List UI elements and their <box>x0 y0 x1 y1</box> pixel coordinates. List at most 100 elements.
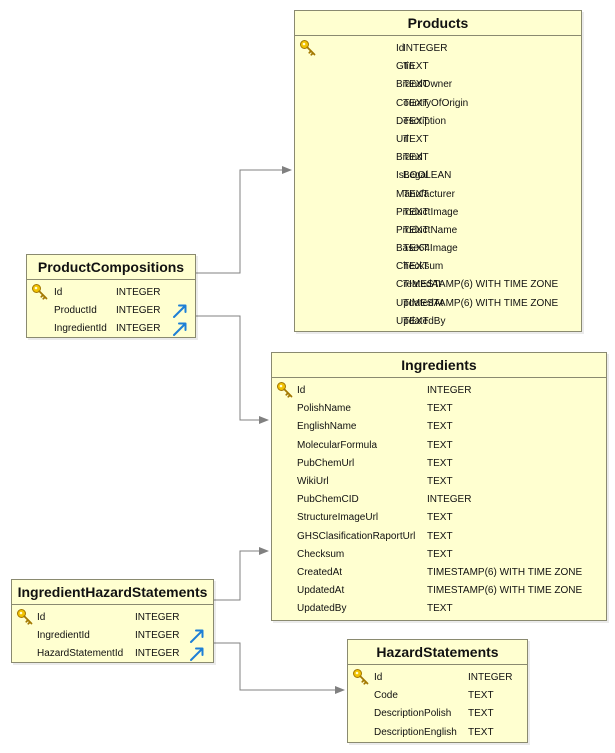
column-type: INTEGER <box>403 43 448 54</box>
column-row-updatedat[interactable]: UpdatedAt TIMESTAMP(6) WITH TIME ZONE <box>272 582 606 600</box>
column-type: TEXT <box>468 726 494 738</box>
column-type: TEXT <box>403 188 429 200</box>
connector-ingredienthazards-to-hazardstatements <box>213 642 345 694</box>
column-name: Checksum <box>396 261 444 273</box>
foreign-key-arrow-icon <box>173 304 187 319</box>
column-type: TIMESTAMP(6) WITH TIME ZONE <box>427 566 583 578</box>
column-name: UpdatedAt <box>396 297 444 309</box>
column-type: TEXT <box>427 603 453 615</box>
column-name: StructureImageUrl <box>297 512 379 524</box>
table-title: HazardStatements <box>348 640 527 665</box>
column-type: TEXT <box>427 475 453 487</box>
column-type: BOOLEAN <box>403 170 452 182</box>
column-type: TEXT <box>403 61 429 73</box>
column-name: Id <box>54 287 63 298</box>
key-icon <box>32 284 48 300</box>
column-type: TEXT <box>403 152 429 164</box>
column-name: Id <box>297 385 306 396</box>
column-row-id[interactable]: Id INTEGER <box>27 284 195 302</box>
column-type: INTEGER <box>427 494 472 506</box>
column-name: PubChemCID <box>297 494 359 506</box>
column-row-code[interactable]: Code TEXT <box>348 687 527 705</box>
column-name: Brand <box>396 152 423 164</box>
connector-compositions-to-ingredients <box>195 315 269 424</box>
column-type: INTEGER <box>116 287 161 298</box>
column-name: IsLegal <box>396 170 429 182</box>
column-row-ingredientid[interactable]: IngredientId INTEGER <box>27 320 195 338</box>
column-name: ProductName <box>396 224 458 236</box>
key-icon <box>17 609 33 625</box>
table-title: IngredientHazardStatements <box>12 580 213 605</box>
column-row-id[interactable]: Id INTEGER <box>272 382 606 400</box>
column-type: TEXT <box>403 133 429 145</box>
column-type: TEXT <box>403 261 429 273</box>
column-type: TEXT <box>427 439 453 451</box>
column-type: TIMESTAMP(6) WITH TIME ZONE <box>427 585 583 597</box>
column-name: ProductImage <box>396 206 459 218</box>
column-row-molecularformula[interactable]: MolecularFormula TEXT <box>272 437 606 455</box>
column-type: TEXT <box>403 97 429 109</box>
column-type: TEXT <box>403 79 429 91</box>
column-name: Checksum <box>297 548 345 560</box>
column-type: INTEGER <box>116 305 161 317</box>
column-name: HazardStatementId <box>37 648 124 660</box>
column-name: UpdatedBy <box>396 315 446 327</box>
column-name: UpdatedAt <box>297 585 345 597</box>
column-type: TEXT <box>468 690 494 702</box>
column-name: GHSClasificationRaportUrl <box>297 530 416 542</box>
table-title: Ingredients <box>272 353 606 378</box>
column-type: TEXT <box>403 243 429 255</box>
column-name: Gtin <box>396 61 415 73</box>
column-type: TEXT <box>403 115 429 127</box>
column-type: INTEGER <box>427 385 472 396</box>
column-name: IngredientId <box>54 323 107 335</box>
column-type: TEXT <box>427 457 453 469</box>
column-name: Code <box>374 690 398 702</box>
column-name: MolecularFormula <box>297 439 378 451</box>
column-row-pubchemcid[interactable]: PubChemCID INTEGER <box>272 491 606 509</box>
column-type: INTEGER <box>116 323 161 335</box>
column-name: Base64Image <box>396 243 458 255</box>
column-type: TEXT <box>403 315 429 327</box>
